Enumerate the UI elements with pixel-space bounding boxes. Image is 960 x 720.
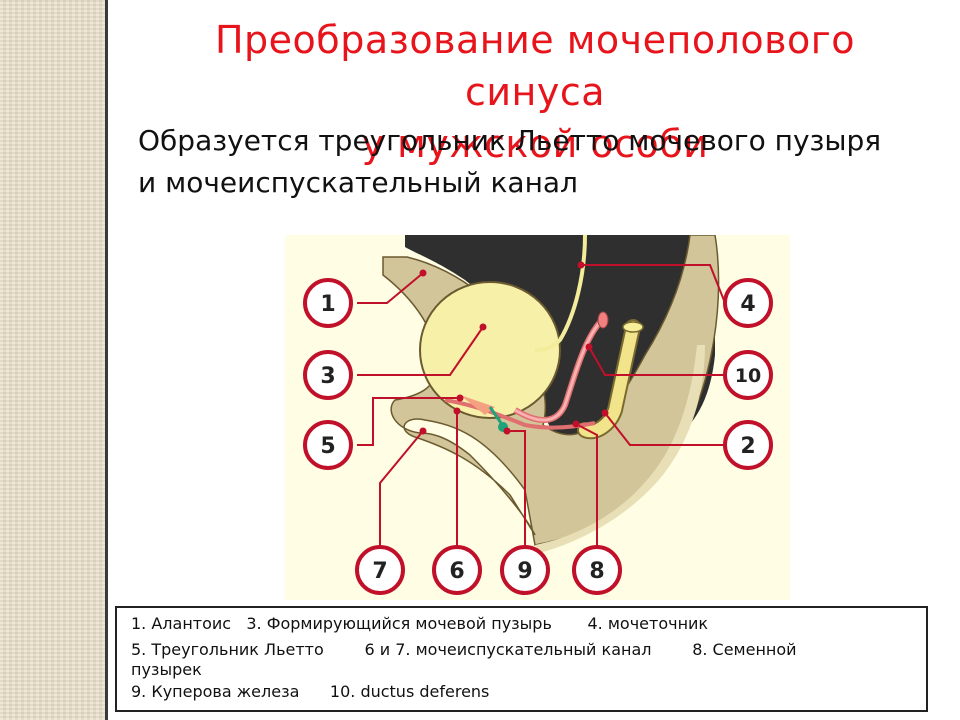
- marker-6-label: 6: [449, 559, 464, 584]
- marker-4-label: 4: [740, 292, 755, 317]
- seminal-vesicle-tip: [597, 311, 609, 329]
- slide-subtitle: Образуется треугольник Льетто мочевого п…: [138, 124, 882, 199]
- marker-9-label: 9: [517, 559, 532, 584]
- legend-item-1: 1. Алантоис: [131, 614, 232, 633]
- trigone-area: [460, 395, 495, 415]
- legend-item-3: 3. Формирующийся мочевой пузырь: [246, 614, 552, 633]
- leader-lines: [357, 264, 726, 570]
- legend-row-2: 5. Треугольник Льетто 6 и 7. мочеиспуска…: [131, 640, 797, 659]
- leader-dots: [419, 261, 609, 435]
- marker-1: 1: [303, 278, 353, 328]
- marker-6: 6: [432, 545, 482, 595]
- marker-1-label: 1: [320, 292, 335, 317]
- legend-row-1: 1. Алантоис 3. Формирующийся мочевой пуз…: [131, 614, 708, 633]
- slide-title-obscured-line: у мужской особи: [361, 122, 709, 166]
- marker-3: 3: [303, 350, 353, 400]
- legend-box: 1. Алантоис 3. Формирующийся мочевой пуз…: [115, 606, 928, 712]
- legend-row-4: 9. Куперова железа 10. ductus deferens: [131, 682, 489, 701]
- marker-7-label: 7: [372, 559, 387, 584]
- marker-9: 9: [500, 545, 550, 595]
- legend-item-8: 8. Семенной: [692, 640, 797, 659]
- slide-title: Преобразование мочеполового синуса: [214, 18, 856, 114]
- marker-10-label: 10: [735, 365, 761, 387]
- marker-10: 10: [723, 350, 773, 400]
- forming-bladder: [419, 281, 561, 419]
- legend-item-4: 4. мочеточник: [587, 614, 709, 633]
- marker-8-label: 8: [589, 559, 604, 584]
- decorative-side-strip: [0, 0, 105, 720]
- legend-item-6-7: 6 и 7. мочеиспускательный канал: [364, 640, 652, 659]
- light-tissue-band: [535, 345, 705, 553]
- legend-item-5: 5. Треугольник Льетто: [131, 640, 324, 659]
- side-divider-line: [105, 0, 108, 720]
- marker-2-label: 2: [740, 434, 755, 459]
- marker-2: 2: [723, 420, 773, 470]
- marker-4: 4: [723, 278, 773, 328]
- legend-item-10: 10. ductus deferens: [329, 682, 490, 701]
- legend-item-9: 9. Куперова железа: [131, 682, 300, 701]
- marker-5-label: 5: [320, 434, 335, 459]
- marker-5: 5: [303, 420, 353, 470]
- legend-row-3: пузырек: [131, 660, 202, 679]
- marker-8: 8: [572, 545, 622, 595]
- marker-7: 7: [355, 545, 405, 595]
- legend-item-8-cont: пузырек: [131, 660, 202, 679]
- marker-3-label: 3: [320, 364, 335, 389]
- urogenital-sinus-diagram: 1 3 5 4 10 2 7 6 9 8: [285, 235, 790, 600]
